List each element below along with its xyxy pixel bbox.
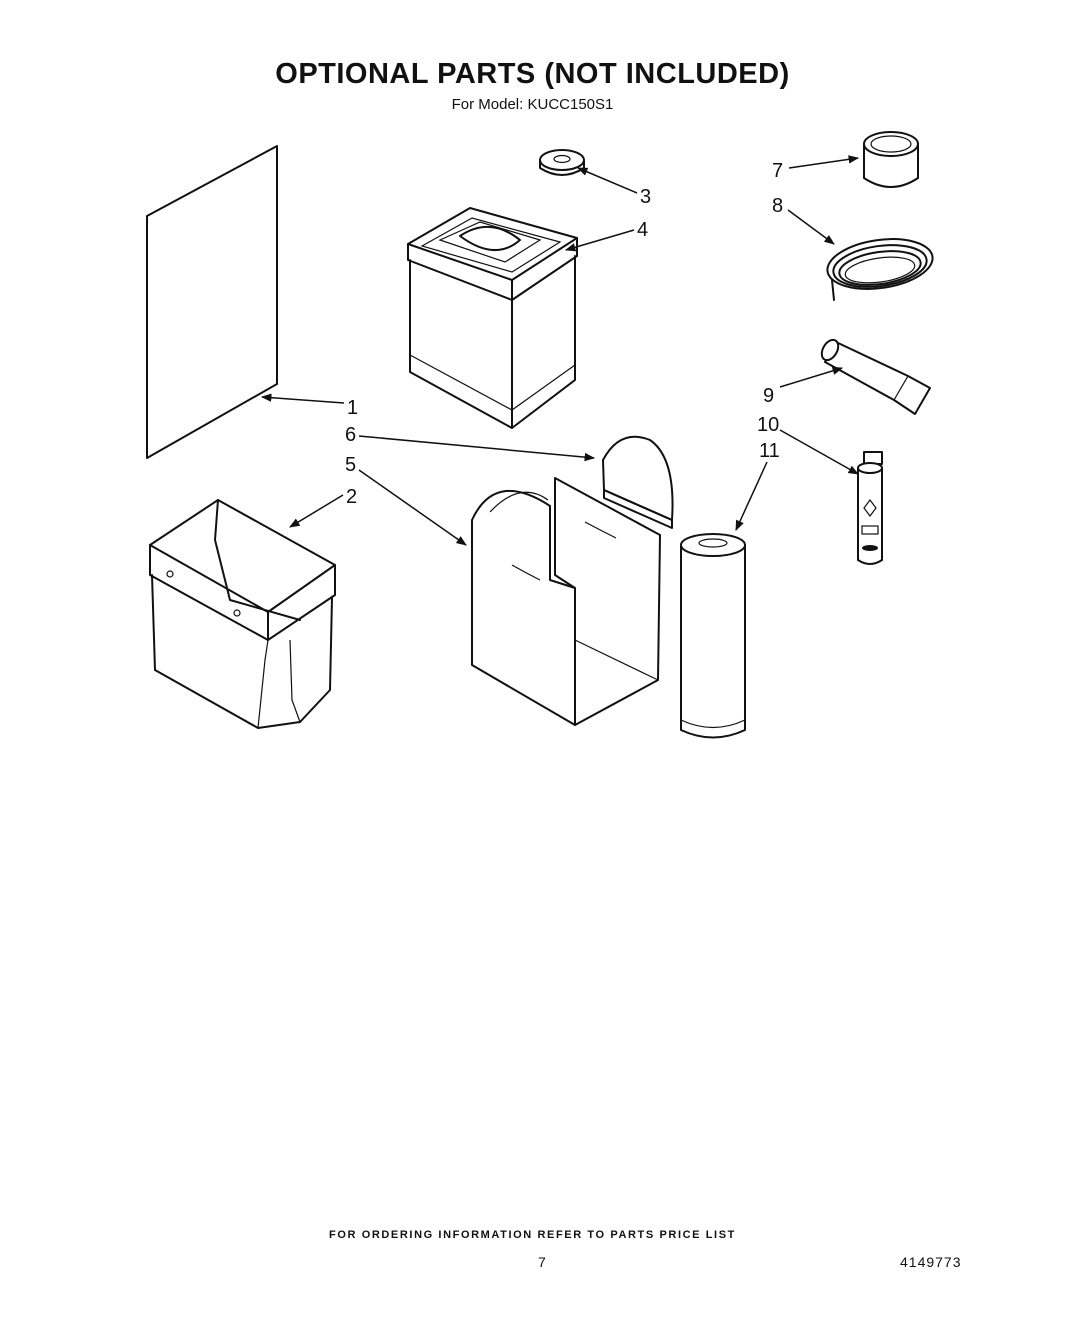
callout-4: 4 bbox=[637, 219, 648, 241]
leader-11 bbox=[735, 461, 768, 531]
callout-7: 7 bbox=[772, 160, 783, 182]
part-5-frame bbox=[471, 477, 661, 726]
model-subtitle: For Model: KUCC150S1 bbox=[0, 96, 1065, 113]
part-10-nozzle bbox=[857, 451, 883, 565]
model-number: KUCC150S1 bbox=[527, 96, 614, 113]
callout-11: 11 bbox=[759, 440, 780, 462]
leader-1 bbox=[260, 393, 345, 404]
part-2-bag bbox=[149, 499, 336, 729]
leader-7 bbox=[788, 155, 860, 169]
part-7-can bbox=[863, 131, 919, 188]
callout-8: 8 bbox=[772, 195, 783, 217]
callout-1: 1 bbox=[347, 397, 358, 419]
callout-5: 5 bbox=[345, 454, 356, 476]
part-8-tubing bbox=[826, 238, 934, 301]
leader-10 bbox=[779, 429, 859, 475]
page-number: 7 bbox=[538, 1254, 546, 1270]
callout-9: 9 bbox=[763, 385, 774, 407]
page-title: OPTIONAL PARTS (NOT INCLUDED) bbox=[275, 58, 790, 90]
part-9-tube bbox=[820, 338, 931, 415]
part-4-bin bbox=[407, 207, 578, 429]
part-6-gasket bbox=[602, 435, 674, 529]
part-1-panel bbox=[146, 145, 278, 459]
part-3-cap bbox=[539, 149, 585, 176]
leader-6 bbox=[358, 435, 596, 462]
leader-3 bbox=[577, 167, 638, 194]
leader-5 bbox=[358, 469, 467, 546]
model-prefix: For Model: bbox=[451, 96, 524, 113]
document-number: 4149773 bbox=[900, 1254, 962, 1270]
leader-9 bbox=[779, 366, 844, 388]
leader-8 bbox=[787, 209, 835, 245]
callout-10: 10 bbox=[757, 414, 779, 436]
callout-3: 3 bbox=[640, 186, 651, 208]
leader-lines bbox=[260, 155, 860, 546]
callout-2: 2 bbox=[346, 486, 357, 508]
callout-6: 6 bbox=[345, 424, 356, 446]
ordering-note: FOR ORDERING INFORMATION REFER TO PARTS … bbox=[329, 1229, 736, 1241]
part-11-aerosol-can bbox=[680, 533, 746, 739]
leader-2 bbox=[289, 494, 344, 528]
leader-4 bbox=[564, 229, 635, 252]
callout-numbers: 1 2 3 4 5 6 7 8 9 10 11 bbox=[345, 160, 783, 508]
